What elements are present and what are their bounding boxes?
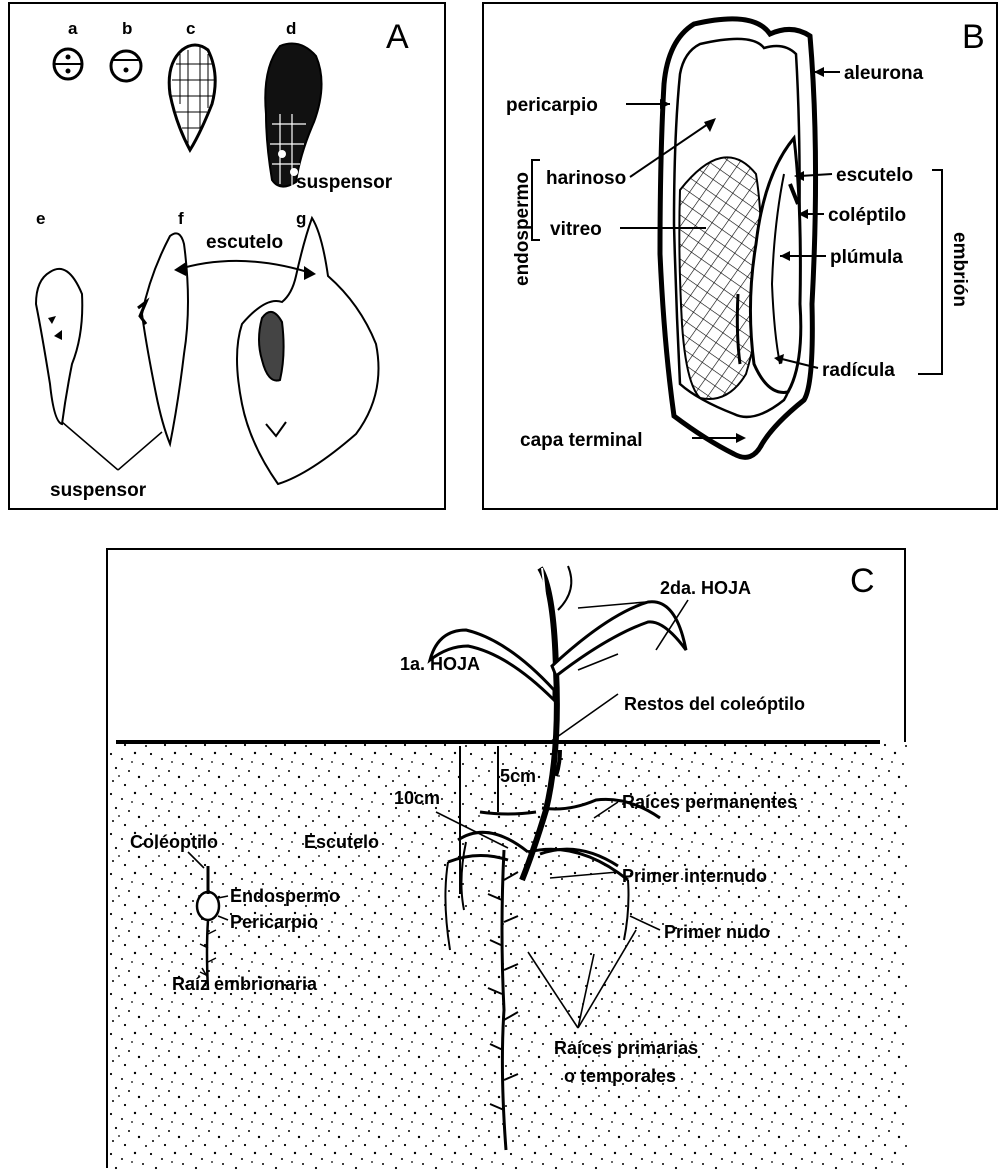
panel-c: C: [106, 548, 906, 1168]
panel-a-drawing: A a b c d e f g suspensor: [10, 4, 448, 512]
stage-c-label: c: [186, 19, 195, 38]
raices-temporales-label: o temporales: [564, 1066, 676, 1086]
hoja2-label: 2da. HOJA: [660, 578, 751, 598]
stage-e-label: e: [36, 209, 45, 228]
stage-c-embryo: [169, 45, 215, 150]
escutelo-label: escutelo: [206, 232, 283, 253]
panel-b: B aleurona pericarpio endospermo harinos…: [482, 2, 998, 510]
endospermo-seedling-label: Endospermo: [230, 886, 340, 906]
endospermo-label: endospermo: [512, 172, 533, 286]
coleoptilo-label: Coléoptilo: [130, 832, 218, 852]
panel-c-letter: C: [850, 562, 875, 600]
coleoptilo-kernel-label: coléptilo: [828, 205, 906, 226]
stage-e-embryo: [36, 269, 82, 424]
stage-d-embryo: [265, 44, 321, 187]
stage-b-proembryo: [111, 51, 141, 81]
pericarpio-label: pericarpio: [506, 95, 598, 116]
panel-b-drawing: B aleurona pericarpio endospermo harinos…: [484, 4, 1000, 512]
radicula-label: radícula: [822, 360, 895, 381]
stage-d-label: d: [286, 19, 296, 38]
plumula-label: plúmula: [830, 247, 903, 268]
aleurona-label: aleurona: [844, 63, 924, 84]
stage-f-embryo: [138, 233, 188, 444]
primer-internudo-label: Primer internudo: [622, 866, 767, 886]
escutelo-arrow: [176, 261, 314, 274]
hoja1-label: 1a. HOJA: [400, 654, 480, 674]
vitreo-label: vitreo: [550, 219, 602, 240]
suspensor-pointer-f: [118, 432, 162, 470]
restos-coleoptilo-label: Restos del coleóptilo: [624, 694, 805, 714]
raices-permanentes-label: Raíces permanentes: [622, 792, 797, 812]
primer-nudo-label: Primer nudo: [664, 922, 770, 942]
escutelo-seedling-label: Escutelo: [304, 832, 379, 852]
panel-a: A a b c d e f g suspensor: [8, 2, 446, 510]
panel-b-letter: B: [962, 18, 985, 56]
stage-a-proembryo: [54, 49, 82, 79]
kernel-section: [660, 19, 816, 457]
suspensor-pointer-e: [62, 422, 118, 470]
escutelo-kernel-label: escutelo: [836, 165, 913, 186]
raices-primarias-label: Raíces primarias: [554, 1038, 698, 1058]
stage-g-embryo: [237, 218, 379, 484]
embrion-label: embrión: [949, 232, 970, 307]
raiz-embrionaria-label: Raíz embrionaria: [172, 974, 318, 994]
panel-c-drawing: C: [108, 550, 908, 1170]
depth-10cm-label: 10cm: [394, 788, 440, 808]
suspensor-label-bottom: suspensor: [50, 480, 147, 501]
pericarpio-seedling-label: Pericarpio: [230, 912, 318, 932]
stage-b-label: b: [122, 19, 132, 38]
depth-5cm-label: 5cm: [500, 766, 536, 786]
harinoso-label: harinoso: [546, 168, 626, 189]
suspensor-label-top: suspensor: [296, 172, 393, 193]
stage-a-label: a: [68, 19, 78, 38]
stage-f-label: f: [178, 209, 184, 228]
stage-g-label: g: [296, 209, 306, 228]
panel-a-letter: A: [386, 18, 409, 56]
capa-terminal-label: capa terminal: [520, 430, 643, 451]
